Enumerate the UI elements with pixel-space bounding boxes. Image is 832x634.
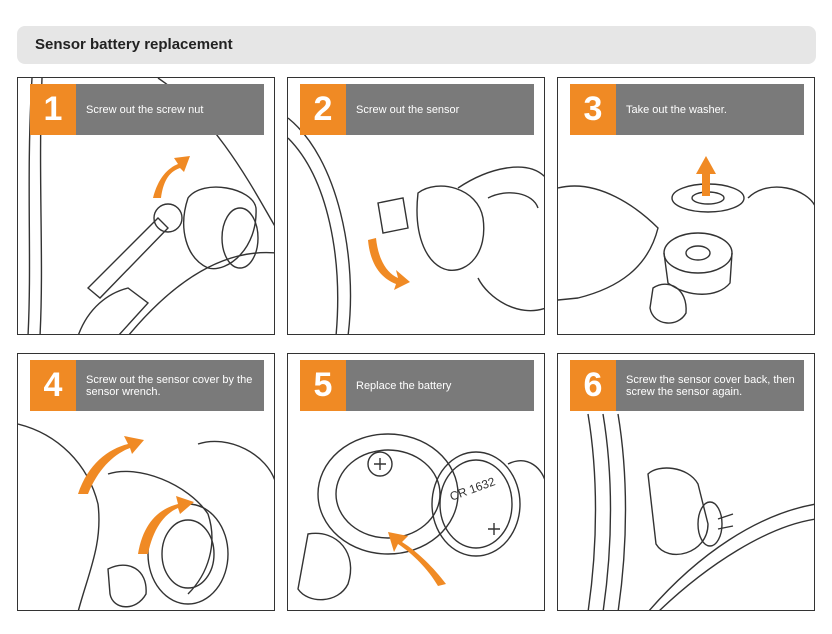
step-caption-6: Screw the sensor cover back, then screw … [616, 360, 804, 411]
step-banner-3: 3 Take out the washer. [570, 84, 804, 135]
step-number-2: 2 [300, 84, 346, 135]
step-panel-6: 6 Screw the sensor cover back, then scre… [557, 353, 815, 611]
step-banner-1: 1 Screw out the screw nut [30, 84, 264, 135]
step-panel-5: CR 1632 5 Replace the battery [287, 353, 545, 611]
step-panel-2: 2 Screw out the sensor [287, 77, 545, 335]
step-banner-4: 4 Screw out the sensor cover by the sens… [30, 360, 264, 411]
step-number-5: 5 [300, 360, 346, 411]
step-caption-4: Screw out the sensor cover by the sensor… [76, 360, 264, 411]
step-number-6: 6 [570, 360, 616, 411]
step-panel-4: 4 Screw out the sensor cover by the sens… [17, 353, 275, 611]
step-caption-5: Replace the battery [346, 360, 534, 411]
step-caption-3: Take out the washer. [616, 84, 804, 135]
step-banner-2: 2 Screw out the sensor [300, 84, 534, 135]
step-number-4: 4 [30, 360, 76, 411]
step-caption-2: Screw out the sensor [346, 84, 534, 135]
step-banner-6: 6 Screw the sensor cover back, then scre… [570, 360, 804, 411]
step-caption-1: Screw out the screw nut [76, 84, 264, 135]
step-number-1: 1 [30, 84, 76, 135]
step-banner-5: 5 Replace the battery [300, 360, 534, 411]
step-panel-3: 3 Take out the washer. [557, 77, 815, 335]
step-panel-1: 1 Screw out the screw nut [17, 77, 275, 335]
section-header: Sensor battery replacement [17, 26, 816, 64]
step-number-3: 3 [570, 84, 616, 135]
page-title: Sensor battery replacement [35, 36, 233, 53]
